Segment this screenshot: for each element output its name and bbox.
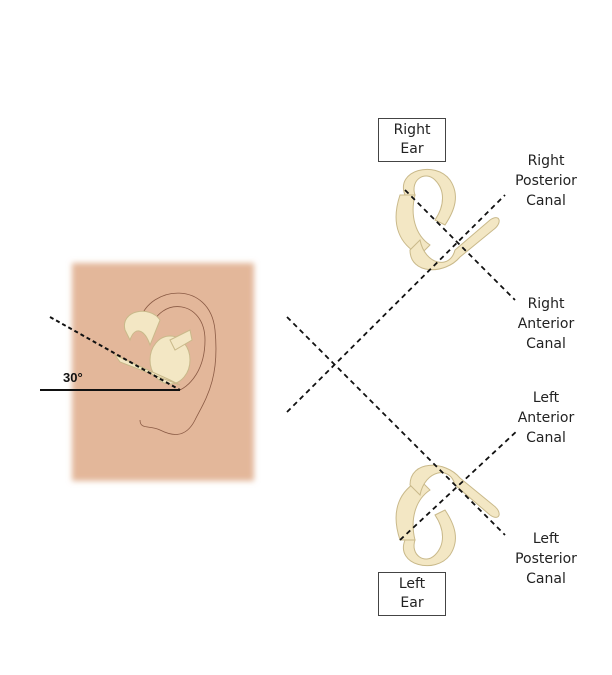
left-ear-labyrinth xyxy=(395,464,500,567)
inner-ear-labyrinth-side xyxy=(113,310,193,386)
right-anterior-canal-label: Right Anterior Canal xyxy=(517,296,575,352)
right-posterior-left-anterior-plane-line xyxy=(286,194,506,413)
left-ear-label: Left Ear xyxy=(378,572,446,616)
outer-ear-outline xyxy=(139,292,217,435)
right-anterior-canal-line xyxy=(404,189,516,301)
left-anterior-canal-label: Left Anterior Canal xyxy=(517,390,575,446)
right-ear-label: Right Ear xyxy=(378,118,446,162)
right-ear-labyrinth xyxy=(395,168,500,271)
right-anterior-left-posterior-plane-line xyxy=(286,316,506,536)
right-posterior-canal-label: Right Posterior Canal xyxy=(515,153,577,209)
angle-label: 30° xyxy=(63,370,83,385)
canal-angle-line xyxy=(49,316,181,391)
left-posterior-canal-label: Left Posterior Canal xyxy=(515,531,577,587)
